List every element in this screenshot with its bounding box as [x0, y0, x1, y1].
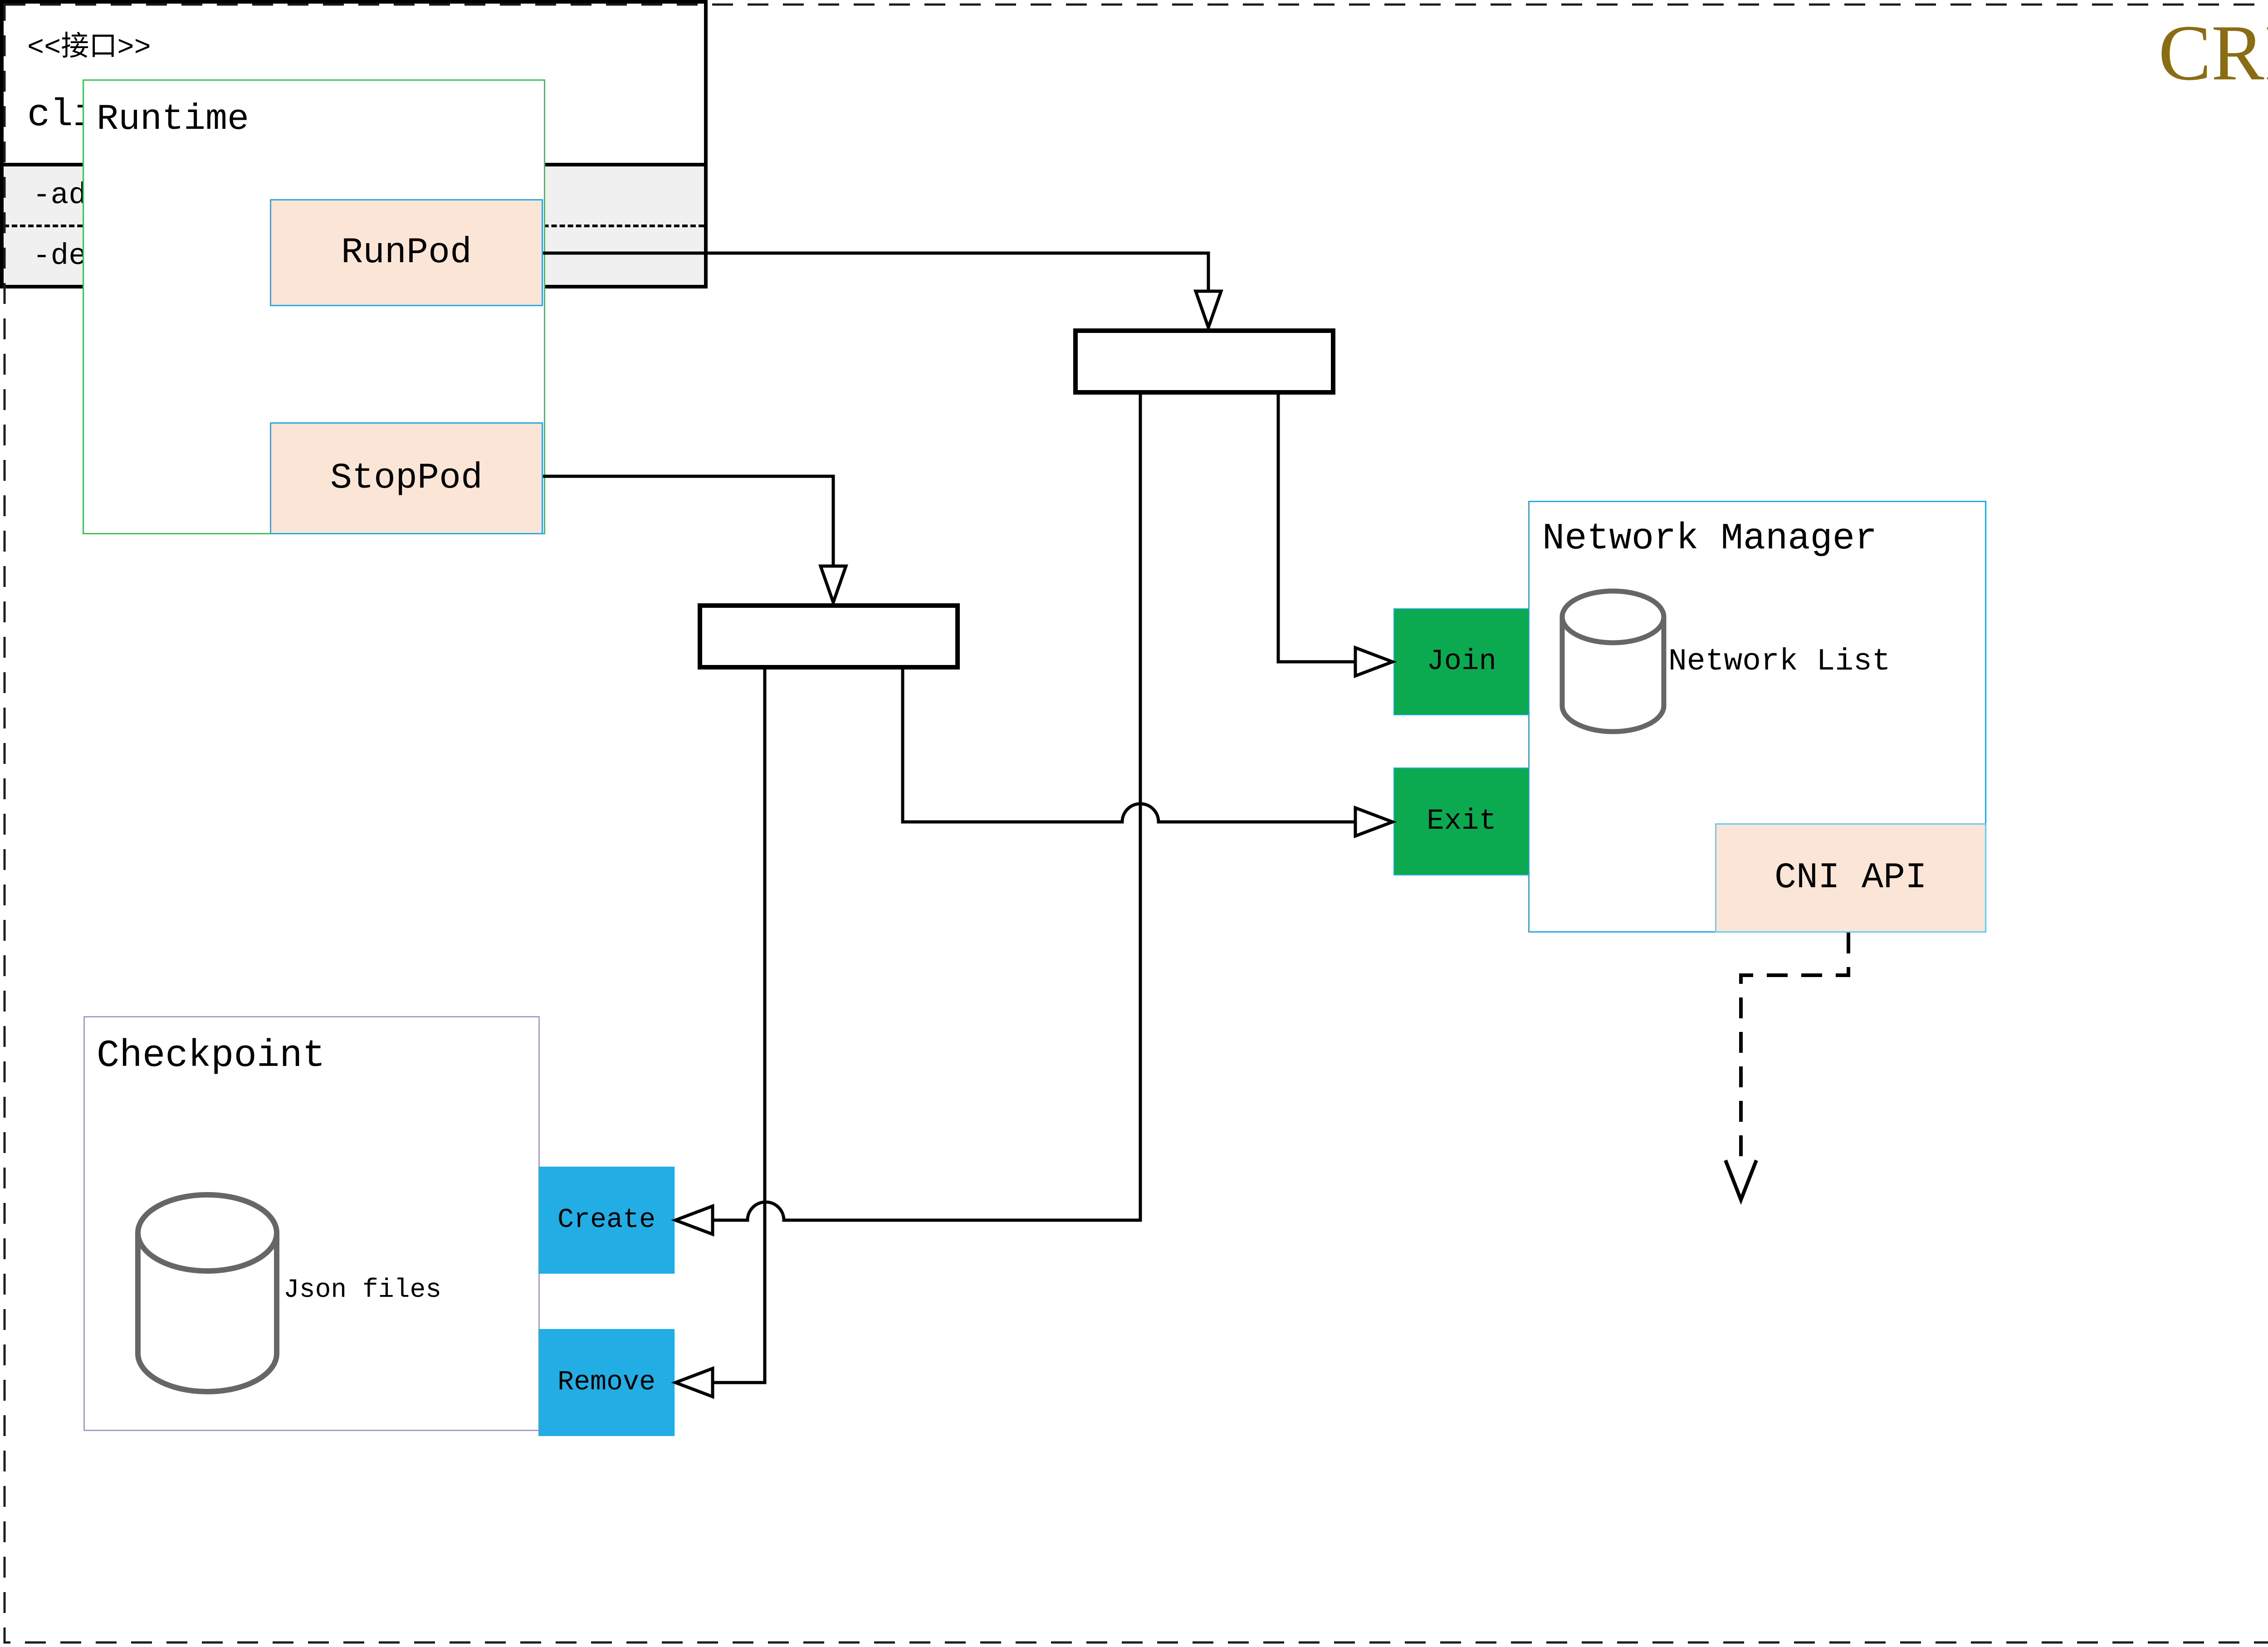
- page-title: CRI: [2158, 9, 2268, 97]
- arrowhead-left-remove-icon: [671, 1366, 714, 1399]
- arrowhead-right-join-icon: [1354, 645, 1397, 679]
- checkpoint-label: Checkpoint: [97, 1035, 326, 1078]
- sync-bar-bottom: [698, 603, 960, 670]
- remove-node: Remove: [538, 1329, 675, 1436]
- runtime-label: Runtime: [97, 99, 249, 140]
- runpod-label: RunPod: [341, 232, 472, 274]
- connector-top-bar-to-join: [1276, 395, 1355, 664]
- connector-top-bar-to-create: [713, 395, 1142, 1222]
- cni-api-label: CNI API: [1774, 857, 1927, 899]
- arrowhead-down-top-bar-icon: [1193, 289, 1223, 332]
- remove-label: Remove: [557, 1367, 656, 1398]
- sync-bar-top: [1073, 328, 1335, 395]
- cni-api-node: CNI API: [1715, 823, 1986, 933]
- connector-bottom-bar-to-exit: [901, 670, 1355, 824]
- stoppod-node: StopPod: [270, 422, 543, 534]
- arrowhead-down-bottom-bar-icon: [818, 564, 848, 607]
- connector-cni-api-to-clibcni-dashed: [1739, 933, 1850, 1161]
- runpod-node: RunPod: [270, 199, 543, 306]
- arrowhead-left-create-icon: [671, 1203, 714, 1237]
- create-node: Create: [538, 1167, 675, 1274]
- network-list-label: Network List: [1668, 644, 1891, 679]
- checkpoint-box: Checkpoint: [83, 1016, 540, 1431]
- clibcni-stereotype: <<接口>>: [27, 32, 151, 64]
- join-label: Join: [1427, 645, 1496, 678]
- join-node: Join: [1393, 608, 1530, 715]
- json-files-label: Json files: [284, 1276, 442, 1305]
- arrowhead-open-clibcni-icon: [1724, 1159, 1758, 1205]
- connector-stoppod-to-bottom-bar: [543, 474, 835, 566]
- network-manager-label: Network Manager: [1542, 518, 1877, 560]
- create-label: Create: [557, 1205, 656, 1236]
- connector-bottom-bar-to-remove: [713, 670, 767, 1384]
- arrowhead-right-exit-icon: [1354, 805, 1397, 839]
- exit-node: Exit: [1393, 767, 1530, 875]
- stoppod-label: StopPod: [330, 458, 483, 499]
- exit-label: Exit: [1427, 805, 1496, 838]
